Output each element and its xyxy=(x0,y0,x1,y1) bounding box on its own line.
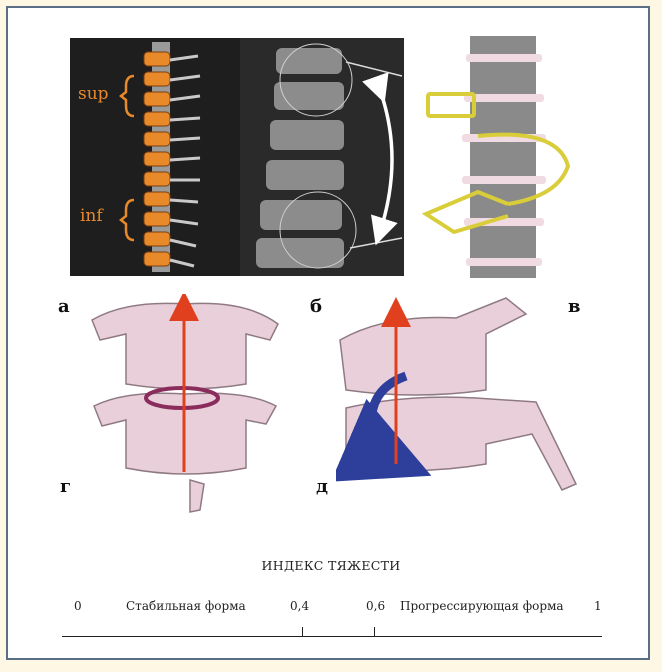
panel-v-3d-spine xyxy=(418,36,598,278)
scale-tick-06-label: 0,6 xyxy=(366,599,385,613)
vertebrae-side-image xyxy=(336,294,584,516)
sup-label: sup xyxy=(78,84,109,104)
panel-a-spine-model: sup inf xyxy=(70,38,240,276)
panel-d-vertebrae-side xyxy=(336,294,584,516)
vertebrae-front-image xyxy=(86,294,286,516)
scale-one: 1 xyxy=(594,599,602,613)
label-a: а xyxy=(58,296,70,317)
scale-stable-label: Стабильная форма xyxy=(126,599,246,613)
panel-g-vertebrae-front xyxy=(86,294,286,516)
scale-tick-06 xyxy=(374,627,375,637)
scale-tick-04 xyxy=(302,627,303,637)
severity-scale-title: ИНДЕКС ТЯЖЕСТИ xyxy=(0,558,662,573)
scale-tick-04-label: 0,4 xyxy=(290,599,309,613)
3d-spine-image xyxy=(418,36,598,278)
label-b: б xyxy=(310,296,322,317)
inf-label: inf xyxy=(80,206,103,226)
spine-model-image xyxy=(70,38,240,276)
panel-b-xray xyxy=(240,38,404,276)
scale-progressive-label: Прогрессирующая форма xyxy=(400,599,564,613)
xray-image xyxy=(240,38,404,276)
label-d: д xyxy=(316,476,328,497)
label-g: г xyxy=(60,476,71,497)
scale-line xyxy=(62,636,602,637)
scale-zero: 0 xyxy=(74,599,82,613)
